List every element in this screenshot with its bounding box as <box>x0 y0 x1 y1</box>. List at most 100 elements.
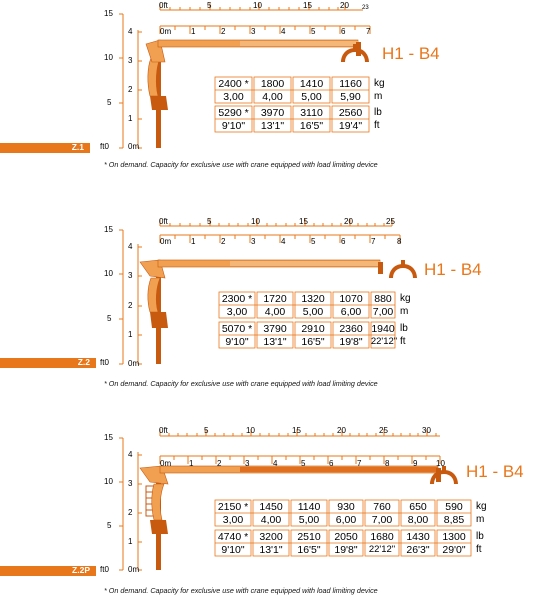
lb-cell-0: 5070 * <box>221 323 253 335</box>
ft-cell-4: 22'12" <box>368 544 396 555</box>
ft-cell-5: 26'3" <box>406 544 430 556</box>
y-m-0: 0m <box>128 359 140 368</box>
lb-cell-1: 3970 <box>260 107 285 119</box>
m-tick-0: 0m <box>160 459 172 468</box>
kg-cell-6: 590 <box>445 501 463 513</box>
lb-cell-0: 4740 * <box>217 531 249 543</box>
y-axis-ft <box>119 229 124 365</box>
y-m-2: 2 <box>128 85 133 94</box>
m-cell-1: 4,00 <box>264 306 286 318</box>
section-tab-label: Z.2P <box>72 565 90 575</box>
crane-diagram-z2p <box>119 429 472 571</box>
m-tick-0: 0m <box>160 237 172 246</box>
lb-cell-6: 1300 <box>442 531 466 543</box>
lb-cell-4: 1680 <box>370 531 394 543</box>
y-m-3: 3 <box>128 479 133 488</box>
crane-illustration <box>139 465 441 570</box>
m-tick-4: 4 <box>273 459 278 468</box>
lb-cell-0: 5290 * <box>218 107 249 119</box>
m-cell-2: 5,00 <box>301 91 322 103</box>
lb-cell-1: 3200 <box>259 531 283 543</box>
footnote: * On demand. Capacity for exclusive use … <box>104 379 378 388</box>
m-cell-2: 5,00 <box>302 306 324 318</box>
y-m-4: 4 <box>128 27 133 36</box>
ft-tick-3: 15 <box>303 1 312 10</box>
ft-tick-5: 25 <box>379 426 388 435</box>
unit-m: m <box>374 91 383 102</box>
ft-tick-5: 23 <box>362 5 369 11</box>
table-grid <box>214 76 370 133</box>
y-axis-ft <box>119 437 124 571</box>
kg-cell-1: 1450 <box>259 501 283 513</box>
m-ruler <box>159 234 401 243</box>
m-tick-4: 4 <box>281 27 286 36</box>
ft-cell-1: 13'1" <box>263 336 287 348</box>
ft-cell-1: 13'1" <box>259 544 283 556</box>
lb-cell-3: 2360 <box>339 323 363 335</box>
ft-cell-0: 9'10" <box>221 120 246 132</box>
ft-tick-3: 15 <box>292 426 301 435</box>
ft-tick-2: 10 <box>246 426 255 435</box>
y-ft-15: 15 <box>104 433 113 442</box>
grapple-icon <box>430 466 458 484</box>
ft-tick-0: 0ft <box>159 1 168 10</box>
unit-lb: lb <box>374 107 382 118</box>
ft-tick-0: 0ft <box>159 426 168 435</box>
ft-cell-6: 29'0" <box>442 544 466 556</box>
kg-cell-3: 1160 <box>339 78 362 90</box>
m-cell-3: 6,00 <box>335 514 357 526</box>
y-m-0: 0m <box>128 142 140 151</box>
ft-tick-1: 5 <box>207 1 212 10</box>
m-tick-1: 1 <box>191 27 196 36</box>
m-tick-5: 5 <box>301 459 306 468</box>
y-m-2: 2 <box>128 301 133 310</box>
m-tick-7: 7 <box>366 27 371 36</box>
kg-cell-1: 1800 <box>260 78 285 90</box>
section-tab-label: Z.1 <box>71 142 84 152</box>
grapple-icon <box>389 260 417 278</box>
ft-cell-2: 16'5" <box>297 544 321 556</box>
ft-tick-6: 30 <box>422 426 431 435</box>
section-tab-label: Z.2 <box>77 357 90 367</box>
y-ft-5: 5 <box>107 98 112 107</box>
y-axis-m <box>137 30 142 149</box>
m-cell-5: 8,00 <box>407 514 429 526</box>
y-ft-0: ft0 <box>100 565 109 574</box>
y-m-4: 4 <box>128 450 133 459</box>
ft-cell-0: 9'10" <box>225 336 249 348</box>
kg-cell-5: 650 <box>409 501 427 513</box>
kg-cell-4: 760 <box>373 501 391 513</box>
model-label: H1 - B4 <box>424 260 482 279</box>
ft-cell-3: 19'4" <box>338 120 363 132</box>
m-cell-2: 5,00 <box>298 514 320 526</box>
m-cell-6: 8,85 <box>443 514 465 526</box>
m-tick-0: 0m <box>160 27 172 36</box>
m-cell-0: 3,00 <box>223 91 244 103</box>
m-cell-4: 7,00 <box>372 306 394 318</box>
m-tick-6: 6 <box>329 459 334 468</box>
ft-ruler <box>159 219 393 227</box>
y-axis-ft <box>119 13 124 149</box>
m-cell-0: 3,00 <box>222 514 244 526</box>
ft-tick-0: 0ft <box>159 217 168 226</box>
m-cell-3: 5,90 <box>340 91 361 103</box>
ft-tick-4: 20 <box>344 217 353 226</box>
diagram-panel-z2: 0ft 5 10 15 20 25 0m 1 2 3 4 5 6 7 8 15 … <box>0 212 533 394</box>
unit-lb: lb <box>400 323 408 334</box>
m-tick-2: 2 <box>217 459 222 468</box>
crane-diagram-z1 <box>119 3 371 149</box>
lb-cell-2: 2910 <box>301 323 325 335</box>
y-ft-10: 10 <box>104 269 113 278</box>
y-axis-m <box>137 244 142 365</box>
unit-kg: kg <box>400 293 411 304</box>
ft-cell-2: 16'5" <box>299 120 324 132</box>
y-m-2: 2 <box>128 508 133 517</box>
m-tick-2: 2 <box>221 27 226 36</box>
ft-cell-2: 16'5" <box>301 336 325 348</box>
m-tick-10: 10 <box>436 459 445 468</box>
diagram-panel-z2p: 0ft 5 10 15 20 25 30 0m 1 2 3 4 5 6 7 8 … <box>0 416 533 597</box>
section-tab-z1: Z.1 <box>0 142 90 153</box>
ft-tick-1: 5 <box>207 217 212 226</box>
lb-cell-3: 2050 <box>334 531 358 543</box>
m-cell-1: 4,00 <box>262 91 283 103</box>
